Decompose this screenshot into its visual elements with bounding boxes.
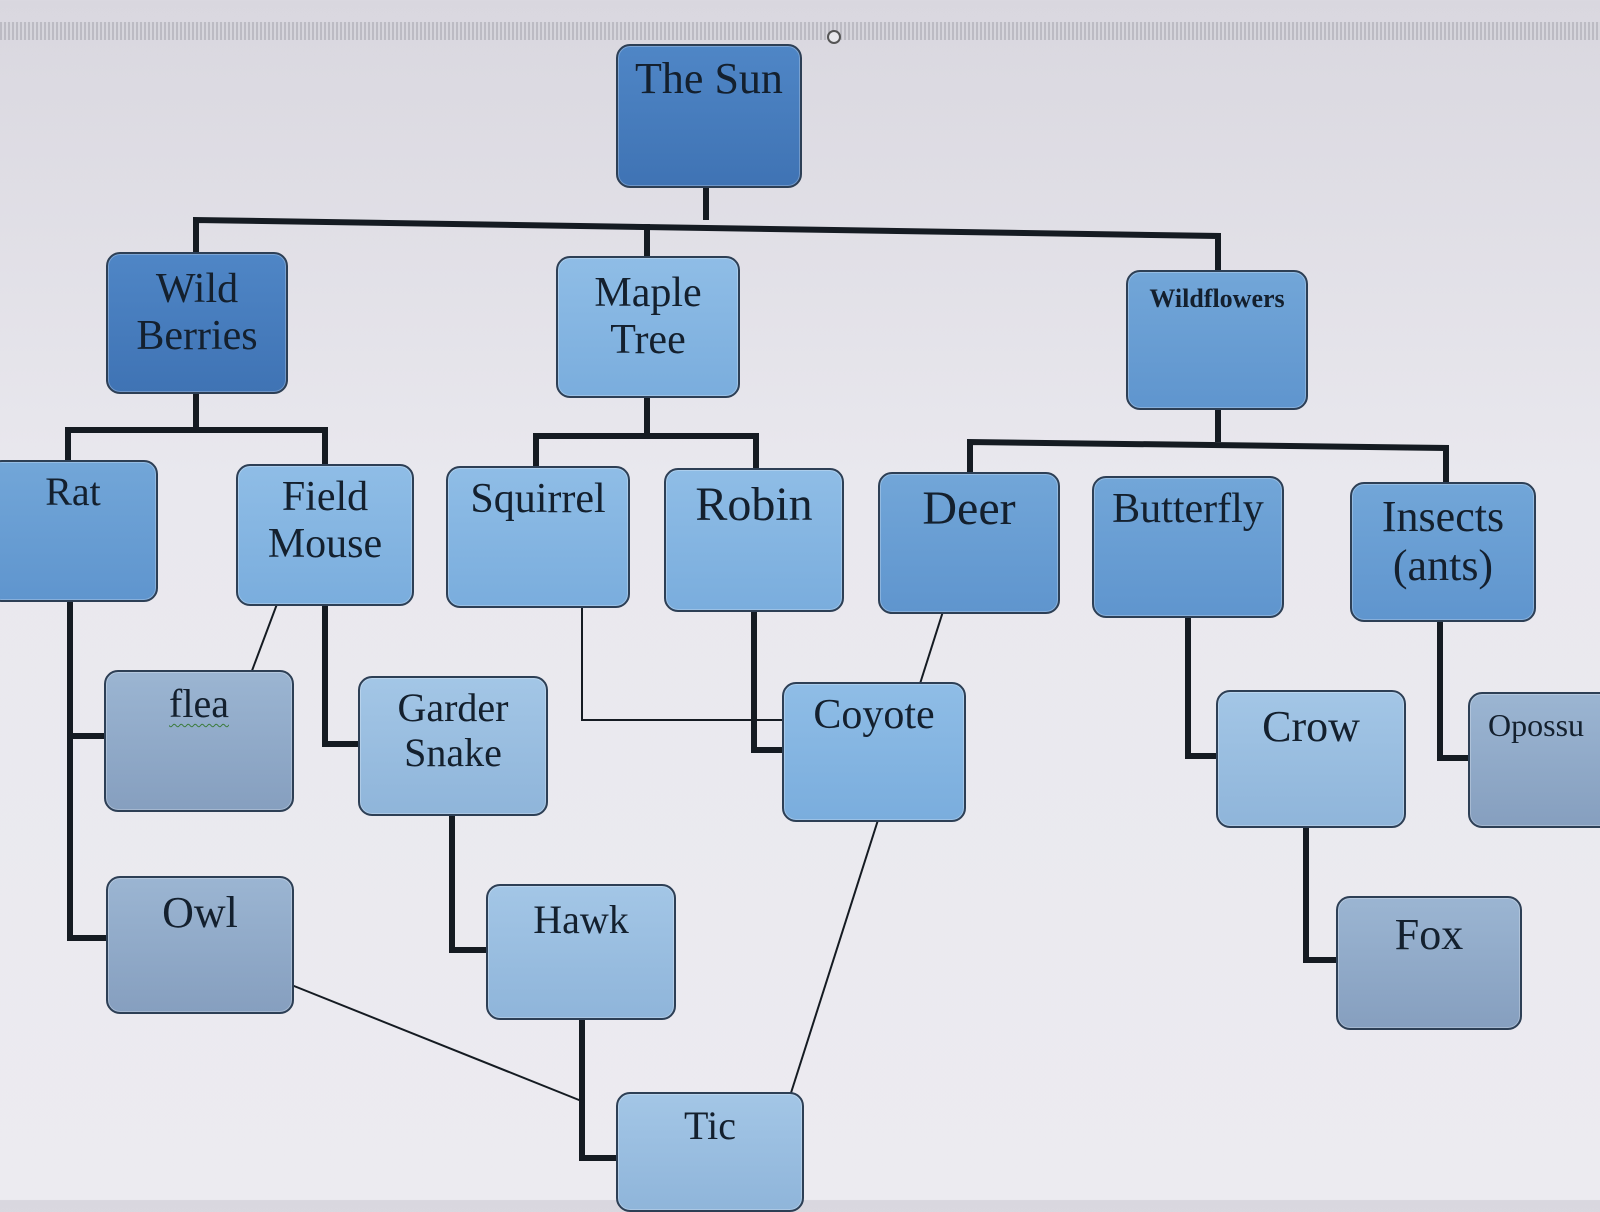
connector-berries-bar: [65, 427, 328, 466]
node-wildflowers[interactable]: Wildflowers: [1126, 270, 1308, 410]
node-label: Garder Snake: [397, 685, 509, 775]
node-label: Fox: [1394, 910, 1464, 959]
node-the-sun[interactable]: The Sun: [616, 44, 802, 188]
connector-rat-owl: [67, 598, 106, 941]
node-label: Insects (ants): [1381, 492, 1505, 591]
connector-level1-bar: [193, 216, 1221, 272]
node-owl[interactable]: Owl: [106, 876, 294, 1014]
node-opossum[interactable]: Opossu: [1468, 692, 1600, 828]
node-label: flea: [169, 681, 229, 726]
node-butterfly[interactable]: Butterfly: [1092, 476, 1284, 618]
node-rat[interactable]: Rat: [0, 460, 158, 602]
node-field-mouse[interactable]: Field Mouse: [236, 464, 414, 606]
slide-top-band: [0, 22, 1600, 40]
node-label: Hawk: [533, 897, 629, 942]
node-label: Coyote: [813, 692, 935, 738]
node-label: Rat: [45, 469, 101, 514]
node-label: The Sun: [635, 54, 783, 103]
node-label: Tic: [684, 1103, 736, 1148]
node-label: Squirrel: [470, 476, 606, 522]
node-label: Owl: [162, 888, 238, 937]
connector-squirrel-coyote: [581, 598, 782, 721]
node-tic[interactable]: Tic: [616, 1092, 804, 1212]
connector-hawk-tic: [579, 1018, 616, 1161]
connector-mouse-snake: [322, 604, 358, 747]
connector-wildflowers-bar: [967, 438, 1449, 484]
node-crow[interactable]: Crow: [1216, 690, 1406, 828]
node-label: Maple Tree: [594, 270, 702, 364]
node-label: Robin: [695, 478, 813, 531]
connector-butterfly-crow: [1185, 616, 1216, 759]
node-label: Field Mouse: [267, 474, 383, 568]
node-label: Opossu: [1488, 707, 1585, 743]
node-deer[interactable]: Deer: [878, 472, 1060, 614]
connector-owl-tic: [283, 981, 585, 1103]
node-label: Wildflowers: [1149, 284, 1285, 313]
connector-deer-coyote: [917, 601, 947, 691]
connector-crow-fox: [1303, 826, 1336, 963]
node-label: Deer: [922, 482, 1016, 535]
node-robin[interactable]: Robin: [664, 468, 844, 612]
selection-handle[interactable]: [827, 30, 841, 44]
node-fox[interactable]: Fox: [1336, 896, 1522, 1030]
node-hawk[interactable]: Hawk: [486, 884, 676, 1020]
node-insects-ants[interactable]: Insects (ants): [1350, 482, 1536, 622]
node-maple-tree[interactable]: Maple Tree: [556, 256, 740, 398]
node-label: Crow: [1262, 702, 1360, 751]
connector-maple-bar: [533, 433, 759, 470]
node-wild-berries[interactable]: Wild Berries: [106, 252, 288, 394]
node-flea[interactable]: flea: [104, 670, 294, 812]
connector-insects-opossum: [1437, 622, 1468, 761]
node-label: Butterfly: [1112, 486, 1264, 532]
connector-robin-coyote: [751, 610, 782, 753]
connector-mouse-flea: [249, 595, 281, 677]
node-garder-snake[interactable]: Garder Snake: [358, 676, 548, 816]
node-label: Wild Berries: [136, 266, 258, 360]
node-coyote[interactable]: Coyote: [782, 682, 966, 822]
node-squirrel[interactable]: Squirrel: [446, 466, 630, 608]
connector-snake-hawk: [449, 814, 486, 953]
connector-coyote-tic: [789, 819, 879, 1097]
